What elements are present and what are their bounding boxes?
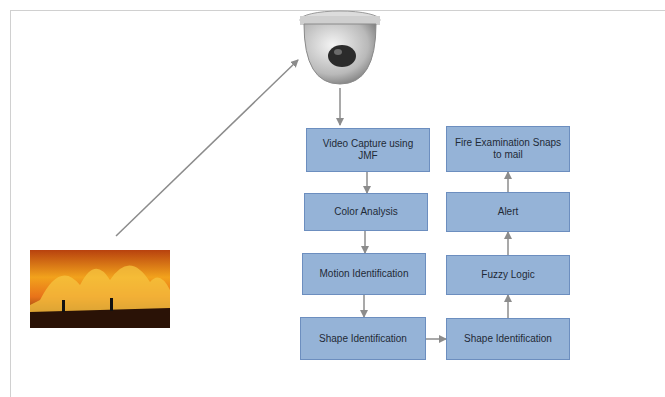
box-label-group: Motion Identification [320, 268, 409, 280]
flow-arrow [507, 232, 509, 255]
box-label-group: Fuzzy Logic [481, 269, 534, 281]
view-arrow [116, 60, 298, 236]
flow-arrow [426, 338, 446, 340]
box-label-group: Fire Examination Snaps to mail [452, 137, 564, 161]
box-label: Motion Identification [320, 268, 409, 280]
feed-arrow [339, 88, 341, 125]
fire-background [30, 250, 170, 328]
box-label: Alert [498, 206, 519, 218]
box-label: Fuzzy Logic [481, 269, 534, 281]
flow-arrow [363, 295, 365, 317]
flow-arrow [364, 231, 366, 253]
process-box: Shape Identification [300, 317, 426, 360]
box-label-group: Alert [498, 206, 519, 218]
flames [30, 265, 170, 328]
camera-lens [328, 45, 356, 67]
process-box: Fuzzy Logic [446, 255, 570, 295]
box-label: Fire Examination Snaps to mail [452, 137, 564, 161]
lens-glint [334, 49, 342, 55]
camera-dome [304, 24, 376, 84]
process-box: Alert [446, 192, 570, 232]
box-label-group: Shape Identification [464, 333, 552, 345]
box-label: Color Analysis [334, 206, 397, 218]
box-label: Shape Identification [464, 333, 552, 345]
flow-arrow [366, 172, 368, 193]
ground [30, 308, 170, 328]
box-label-group: Shape Identification [319, 333, 407, 345]
dome-camera [300, 11, 380, 84]
figure [110, 298, 113, 311]
box-label: Video Capture using JMF [312, 138, 424, 162]
flow-arrow [507, 172, 509, 192]
flow-arrow [507, 295, 509, 318]
process-box: Fire Examination Snaps to mail [446, 126, 570, 172]
process-box: Motion Identification [302, 253, 426, 295]
box-label: Shape Identification [319, 333, 407, 345]
box-label-group: Color Analysis [334, 206, 397, 218]
process-box: Video Capture using JMF [306, 128, 430, 172]
frame-border [11, 11, 665, 397]
process-box: Shape Identification [446, 318, 570, 360]
figure [62, 300, 65, 312]
box-label-group: Video Capture using JMF [312, 138, 424, 162]
process-box: Color Analysis [304, 193, 428, 231]
fire-photo [30, 250, 170, 328]
